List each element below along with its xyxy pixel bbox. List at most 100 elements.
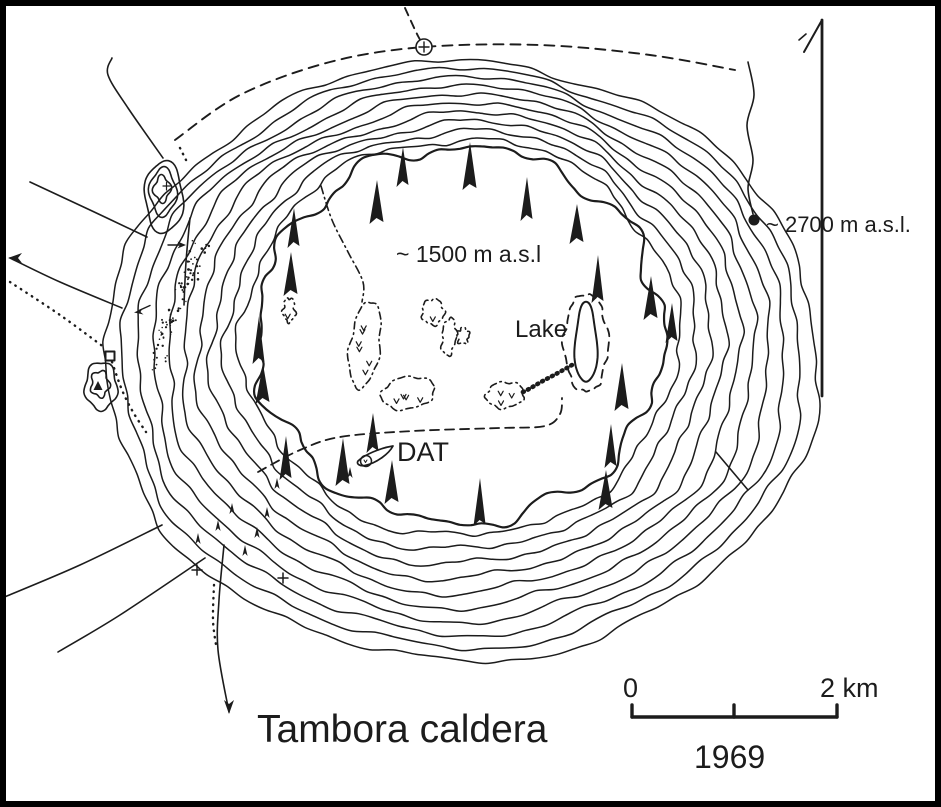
floor-patch: [280, 296, 298, 325]
stipple-dot: [161, 344, 164, 347]
cliff-arrow-marker: [369, 180, 384, 224]
stipple-dot: [200, 247, 204, 250]
cliff-arrow-marker: [614, 363, 629, 411]
floor-patches: [280, 296, 526, 412]
stipple-dot: [170, 331, 173, 333]
drainage-lines: [1, 57, 755, 714]
plus-mark: [191, 564, 203, 576]
drainage-line: [715, 451, 749, 491]
contour-line: [119, 66, 802, 652]
stipple-dot: [189, 272, 192, 275]
stipple-dot: [203, 251, 206, 254]
small-symbols: [134, 241, 353, 584]
stipple-dot: [181, 298, 184, 301]
stipple-dot: [187, 278, 189, 281]
stipple-dot: [168, 319, 171, 322]
stipple-dot: [164, 357, 167, 359]
stipple-dot: [166, 323, 168, 326]
stipple-dot: [191, 239, 194, 242]
cliff-arrow-marker: [643, 276, 658, 320]
cliff-arrow-marker: [384, 460, 399, 504]
floor-elevation-label: ~ 1500 m a.s.l: [396, 241, 542, 267]
stipple-band: [151, 239, 211, 371]
dotted-trail: [178, 146, 188, 162]
dotted-trails: [8, 146, 218, 647]
dat-cone-feature: [356, 445, 394, 468]
stipple-dot: [165, 321, 168, 324]
stipple-dot: [207, 244, 211, 248]
contour-line: [234, 137, 682, 538]
boundary-dashed-line: [174, 43, 736, 141]
tiny-right-arrowhead: [177, 241, 186, 249]
dotted-trail: [8, 280, 107, 350]
cliff-arrow-marker: [255, 364, 270, 404]
stipple-dot: [187, 283, 190, 285]
stipple-dot: [183, 271, 186, 274]
stipple-dot: [179, 307, 182, 310]
stipple-dot: [160, 334, 162, 336]
drainage-line: [1, 524, 163, 599]
cliff-arrow-marker: [473, 478, 486, 526]
stipple-dot: [162, 337, 165, 339]
stipple-dot: [155, 347, 158, 350]
tiny-up-arrow: [274, 478, 280, 489]
floor-patch: [379, 375, 436, 412]
cone-contour: [83, 362, 119, 413]
dat-crater-circle: [359, 454, 373, 468]
cliff-arrow-marker: [569, 204, 584, 244]
cliff-arrow-marker: [396, 147, 409, 187]
contour-line: [168, 92, 759, 613]
lake-outline: [573, 300, 599, 383]
tiny-up-arrow: [215, 520, 221, 531]
dotted-trail: [211, 583, 218, 647]
stipple-dot: [174, 319, 177, 322]
cliff-arrow-marker: [252, 316, 265, 364]
stream-arrowhead-down: [224, 700, 234, 714]
vegetation-tick: [417, 397, 424, 403]
stipple-dot: [152, 351, 155, 355]
stipple-dot: [155, 363, 158, 366]
tiny-up-arrow: [264, 507, 270, 518]
stipple-dot: [196, 278, 200, 281]
circled-plus-cross: [418, 41, 430, 53]
tiny-up-arrow: [347, 467, 353, 478]
vegetation-tick: [393, 398, 400, 404]
lake-label: Lake: [515, 316, 568, 343]
drainage-line: [183, 217, 191, 306]
stipple-dot: [190, 278, 194, 281]
floor-trails: [257, 185, 563, 473]
vegetation-tick: [359, 329, 366, 335]
contour-line: [219, 127, 698, 551]
stipple-dot: [154, 367, 157, 370]
stipple-dot: [195, 258, 198, 261]
vegetation-tick: [366, 360, 373, 367]
stipple-dot: [174, 288, 177, 291]
stipple-dot: [181, 289, 184, 291]
lake-channel-stippled: [518, 362, 575, 396]
vegetation-tick: [429, 316, 436, 322]
stipple-dot: [187, 268, 190, 271]
parasitic-cone-upper: [143, 159, 185, 235]
parasitic-cone-lower: [83, 350, 119, 413]
cliff-arrow-marker: [665, 303, 678, 343]
stipple-dot: [189, 269, 193, 272]
stipple-dot: [177, 307, 180, 310]
stipple-dot: [156, 343, 160, 347]
stipple-dot: [193, 256, 196, 259]
map-year-label: 1969: [694, 739, 766, 775]
stipple-dot: [188, 249, 192, 253]
stipple-dot: [151, 369, 154, 371]
cliff-arrow-marker: [335, 438, 350, 486]
floor-dashdot-trail: [320, 185, 365, 303]
cone-summit-cross: [162, 181, 171, 191]
tiny-up-arrow: [195, 533, 201, 544]
tiny-up-arrow: [242, 545, 248, 556]
cliff-arrow-marker: [462, 142, 477, 190]
stipple-dot: [198, 265, 201, 267]
cliff-arrow-marker: [283, 252, 298, 296]
lake-margin-dashed: [560, 293, 611, 393]
stipple-dot: [182, 290, 185, 293]
scale-bar: [630, 703, 839, 719]
rim-cliff-arrows: [252, 142, 678, 526]
stipple-dot: [205, 243, 208, 247]
